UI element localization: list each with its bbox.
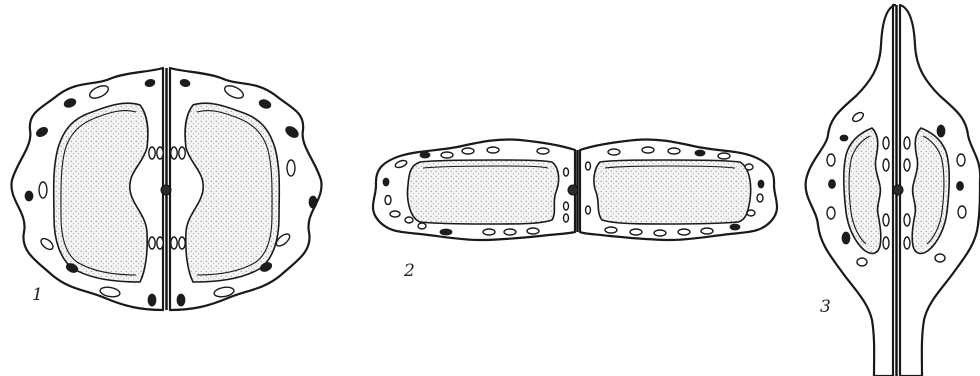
panel-label-2: 2: [403, 261, 415, 281]
chloroplast: [149, 237, 155, 249]
stoma-panel-2: 2: [373, 139, 777, 281]
chloroplast: [654, 230, 666, 236]
chloroplast: [730, 224, 740, 230]
chloroplast: [829, 180, 836, 189]
chloroplast: [148, 294, 156, 306]
chloroplast: [564, 214, 569, 222]
chloroplast: [39, 182, 47, 198]
chloroplast: [701, 228, 713, 234]
chloroplast: [757, 194, 763, 202]
chloroplast: [957, 182, 964, 191]
chloroplast: [883, 159, 889, 171]
chloroplast: [605, 227, 617, 233]
chloroplast: [564, 168, 569, 176]
stoma-pore-nucleus: [893, 185, 903, 195]
chloroplast: [935, 254, 945, 262]
chloroplast: [586, 162, 591, 170]
chloroplast: [668, 148, 680, 154]
chloroplast: [827, 207, 835, 219]
chloroplast: [758, 180, 764, 188]
chloroplast: [157, 237, 163, 249]
chloroplast: [25, 191, 33, 201]
chloroplast: [840, 135, 848, 141]
chloroplast: [718, 153, 730, 159]
chloroplast: [586, 206, 591, 214]
chloroplast: [883, 137, 889, 149]
chloroplast: [385, 196, 391, 205]
chloroplast: [405, 217, 413, 223]
chloroplast: [678, 229, 690, 235]
chloroplast: [487, 147, 499, 153]
chloroplast: [827, 154, 835, 166]
chloroplast: [564, 202, 569, 210]
chloroplast: [904, 137, 910, 149]
chloroplast: [883, 214, 889, 226]
chloroplast: [177, 294, 185, 306]
chloroplast: [937, 125, 945, 137]
chloroplast: [420, 152, 430, 158]
chloroplast: [504, 229, 516, 235]
chloroplast: [309, 196, 317, 208]
chloroplast: [418, 223, 426, 229]
cytoplasm-left: [408, 160, 559, 224]
chloroplast: [527, 228, 539, 234]
chloroplast: [857, 258, 867, 266]
chloroplast: [171, 237, 177, 249]
chloroplast: [958, 206, 966, 218]
stoma-panel-3: 3: [806, 5, 980, 376]
chloroplast: [462, 148, 474, 154]
chloroplast: [383, 178, 389, 186]
chloroplast: [642, 147, 654, 153]
stoma-pore-nucleus: [568, 185, 578, 195]
chloroplast: [537, 148, 549, 154]
chloroplast: [883, 237, 889, 249]
chloroplast: [904, 159, 910, 171]
chloroplast: [904, 237, 910, 249]
chloroplast: [149, 147, 155, 159]
chloroplast: [440, 229, 452, 235]
chloroplast: [745, 164, 753, 170]
chloroplast: [441, 152, 453, 158]
chloroplast: [957, 154, 965, 166]
chloroplast: [608, 149, 620, 155]
chloroplast: [157, 147, 163, 159]
chloroplast: [171, 147, 177, 159]
panel-label-1: 1: [32, 285, 43, 305]
chloroplast: [179, 147, 185, 159]
chloroplast: [287, 160, 295, 176]
chloroplast: [747, 210, 755, 216]
stoma-panel-1: 1: [11, 68, 321, 310]
chloroplast: [483, 229, 495, 235]
stoma-pore-nucleus: [161, 185, 171, 195]
chloroplast: [842, 232, 850, 244]
cytoplasm-right: [594, 160, 751, 224]
chloroplast: [630, 229, 642, 235]
panel-label-3: 3: [820, 297, 831, 317]
chloroplast: [904, 214, 910, 226]
chloroplast: [390, 211, 400, 217]
chloroplast: [695, 150, 705, 156]
chloroplast: [179, 237, 185, 249]
